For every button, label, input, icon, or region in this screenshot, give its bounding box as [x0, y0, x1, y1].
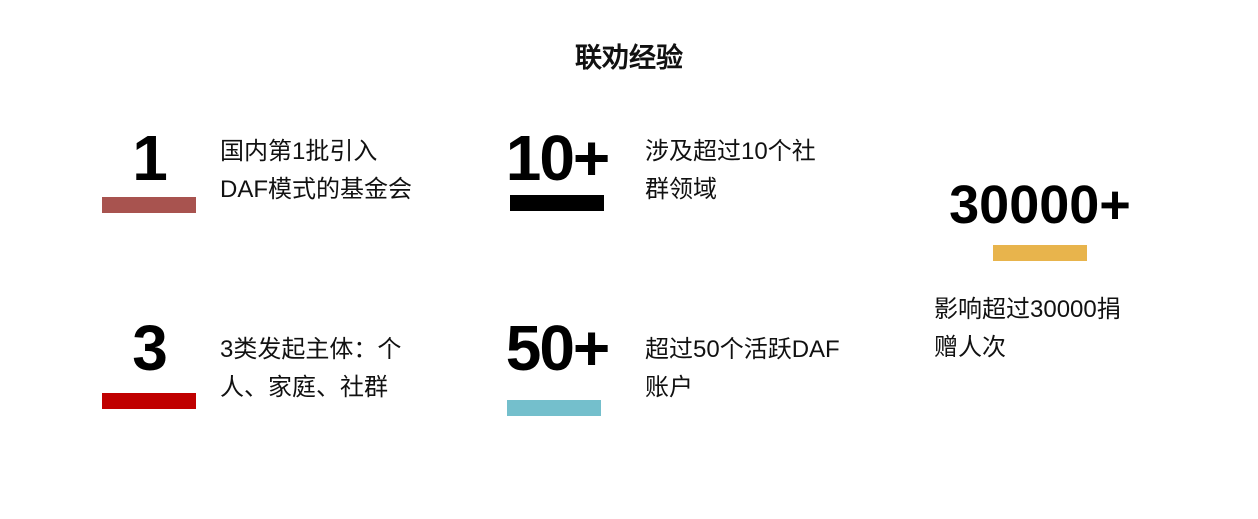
accent-bar	[993, 245, 1087, 261]
stat-value: 10+	[505, 122, 611, 194]
accent-bar	[102, 393, 196, 409]
desc-line: 人、家庭、社群	[220, 374, 388, 401]
desc-line: 账户	[645, 374, 693, 401]
stat-description: 3类发起主体：个 人、家庭、社群	[220, 331, 401, 407]
accent-bar	[102, 197, 196, 213]
stat-description: 国内第1批引入 DAF模式的基金会	[220, 133, 412, 209]
stat-value: 1	[132, 122, 168, 194]
desc-line: 群领域	[645, 176, 717, 203]
section-title: 联劝经验	[575, 43, 683, 73]
desc-line: 国内第1批引入	[220, 138, 378, 165]
stat-description: 影响超过30000捐 赠人次	[934, 291, 1121, 367]
desc-line: 3类发起主体：个	[220, 336, 402, 363]
stat-value: 3	[132, 312, 168, 384]
desc-line: DAF模式的基金会	[220, 176, 412, 203]
accent-bar	[507, 400, 601, 416]
stat-value: 30000+	[949, 175, 1131, 235]
desc-line: 超过50个活跃DAF	[645, 336, 840, 363]
desc-line: 影响超过30000捐	[934, 296, 1121, 323]
desc-line: 涉及超过10个社	[645, 138, 816, 165]
desc-line: 赠人次	[934, 334, 1006, 361]
stat-description: 超过50个活跃DAF 账户	[645, 331, 840, 407]
accent-bar	[510, 195, 604, 211]
stat-description: 涉及超过10个社 群领域	[645, 133, 816, 209]
stat-value: 50+	[505, 312, 611, 384]
